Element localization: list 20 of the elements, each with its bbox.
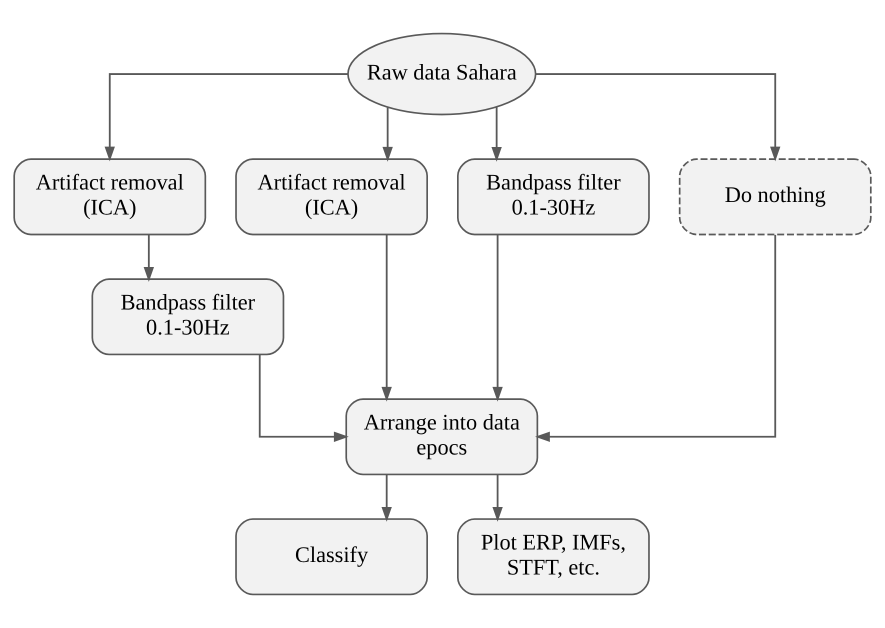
arrow <box>491 106 502 162</box>
arrow <box>535 234 776 442</box>
node-box: Classify <box>235 518 428 596</box>
node-box: Artifact removal (ICA) <box>235 158 428 236</box>
arrow <box>382 234 392 402</box>
node-ellipse: Raw data Sahara <box>347 32 536 116</box>
arrow <box>492 474 503 522</box>
node-box: Arrange into data epocs <box>345 398 538 476</box>
node-box: Bandpass filter 0.1-30Hz <box>91 278 284 356</box>
node-box: Artifact removal (ICA) <box>13 158 206 236</box>
node-box: Bandpass filter 0.1-30Hz <box>457 158 650 236</box>
arrow <box>492 234 503 402</box>
arrow <box>104 73 348 162</box>
arrow <box>144 234 154 282</box>
arrow <box>382 108 393 162</box>
arrow <box>536 73 780 162</box>
node-box: Do nothing <box>678 158 872 236</box>
arrow <box>258 354 349 442</box>
arrow <box>382 474 392 522</box>
node-box: Plot ERP, IMFs, STFT, etc. <box>457 518 650 596</box>
